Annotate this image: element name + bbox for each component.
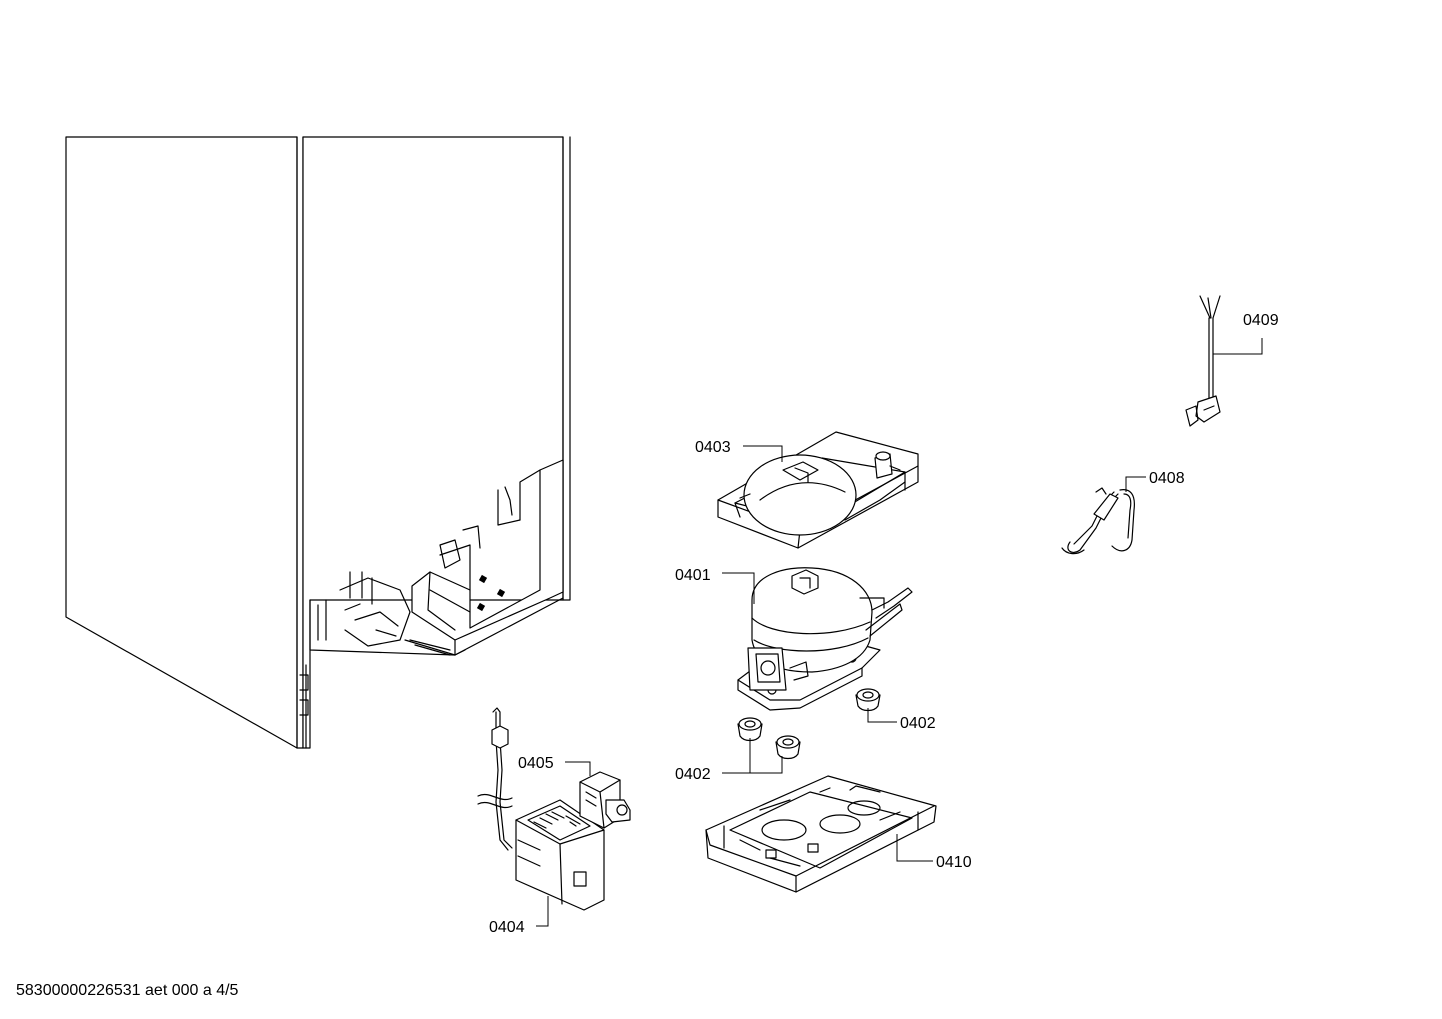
leader-0405 xyxy=(565,761,591,776)
starter-relay-0405 xyxy=(579,771,631,829)
part-label-0401: 0401 xyxy=(675,567,711,584)
part-label-0402: 0402 xyxy=(675,766,711,783)
grommet xyxy=(855,688,881,712)
leader-0402-left xyxy=(722,738,783,774)
part-label-0405: 0405 xyxy=(518,755,554,772)
part-label-0410: 0410 xyxy=(936,854,972,871)
compressor-niche xyxy=(299,459,564,749)
part-label-0404: 0404 xyxy=(489,919,525,936)
leader-lines xyxy=(536,338,1263,927)
part-label-0403: 0403 xyxy=(695,439,731,456)
leader-0404 xyxy=(536,896,549,927)
grommet xyxy=(737,717,763,742)
leader-0402-right xyxy=(867,708,897,723)
refrigerator-cabinet xyxy=(65,136,571,749)
electronic-module-0404 xyxy=(477,707,605,911)
sensor-0408 xyxy=(1061,487,1135,555)
leader-0410 xyxy=(896,834,933,862)
power-cord-0409 xyxy=(1185,295,1221,427)
leader-0408 xyxy=(1125,476,1146,492)
document-code: 58300000226531 aet 000 a 4/5 xyxy=(16,982,239,999)
leader-0409 xyxy=(1213,338,1263,355)
part-label-0408: 0408 xyxy=(1149,470,1185,487)
leader-0401 xyxy=(722,572,755,604)
compressor-0401 xyxy=(737,567,913,711)
part-label-0409: 0409 xyxy=(1243,312,1279,329)
part-label-0402: 0402 xyxy=(900,715,936,732)
grommet xyxy=(775,735,801,760)
base-plate-0410 xyxy=(705,775,937,893)
rubber-grommets-0402 xyxy=(737,688,881,760)
part-labels: 0403 0401 0402 0402 0405 0410 0404 0408 … xyxy=(489,312,1279,936)
evaporation-tray-0403 xyxy=(717,431,919,549)
leader-0403 xyxy=(743,445,783,462)
